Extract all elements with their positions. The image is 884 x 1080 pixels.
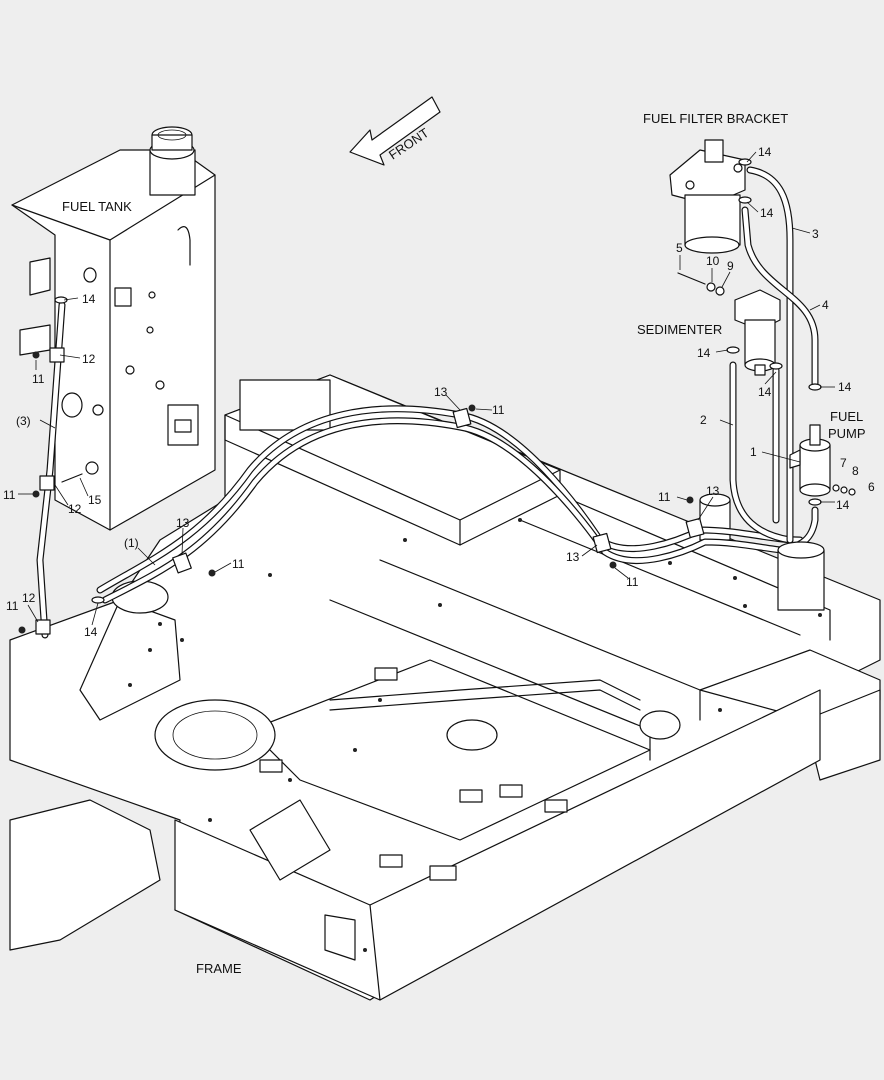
frame-label: FRAME	[196, 961, 242, 976]
callout-15: 15	[88, 493, 102, 507]
callout-14: 14	[838, 380, 852, 394]
fuel-filter	[669, 139, 746, 254]
callout-14: 14	[84, 625, 98, 639]
fuel-tank-label: FUEL TANK	[62, 199, 132, 214]
frame-structure	[9, 374, 881, 1001]
callout-11: 11	[232, 557, 245, 571]
callout-11: 11	[626, 575, 639, 589]
callout-ref-3: (3)	[16, 414, 31, 428]
fuel-pump-label-line1: FUEL	[830, 409, 863, 424]
callout-2: 2	[700, 413, 707, 427]
callout-7: 7	[840, 456, 847, 470]
callout-1: 1	[750, 445, 757, 459]
callout-14: 14	[82, 292, 96, 306]
callout-numbers: 14 12 11 (3) 11 12 15 (1) 13 11 12 11 14…	[3, 145, 875, 639]
callout-13: 13	[566, 550, 580, 564]
fuel-pump-label-line2: PUMP	[828, 426, 866, 441]
callout-4: 4	[822, 298, 829, 312]
callout-12: 12	[22, 591, 36, 605]
callout-13: 13	[176, 516, 190, 530]
fuel-tank	[11, 126, 216, 531]
callout-3: 3	[812, 227, 819, 241]
fuel-filter-bracket-label: FUEL FILTER BRACKET	[643, 111, 788, 126]
sedimenter	[734, 289, 781, 376]
callout-14: 14	[760, 206, 774, 220]
callout-11: 11	[3, 488, 16, 502]
clamps	[18, 158, 856, 635]
callout-5: 5	[676, 241, 683, 255]
callout-11: 11	[658, 490, 671, 504]
callout-6: 6	[868, 480, 875, 494]
text-labels: FUEL TANK FUEL FILTER BRACKET SEDIMENTER…	[62, 111, 866, 976]
callout-14: 14	[836, 498, 850, 512]
callout-14: 14	[697, 346, 711, 360]
callout-11: 11	[32, 372, 45, 386]
callout-10: 10	[706, 254, 720, 268]
callout-11: 11	[492, 403, 505, 417]
callout-12: 12	[68, 502, 82, 516]
callout-13: 13	[706, 484, 720, 498]
sedimenter-label: SEDIMENTER	[637, 322, 722, 337]
callout-12: 12	[82, 352, 96, 366]
leader-lines	[18, 151, 835, 626]
callout-13: 13	[434, 385, 448, 399]
callout-11: 11	[6, 599, 19, 613]
callout-9: 9	[727, 259, 734, 273]
front-direction-arrow: FRONT	[349, 96, 441, 166]
fuel-hoses	[36, 166, 819, 639]
callout-14: 14	[758, 385, 772, 399]
callout-14: 14	[758, 145, 772, 159]
fuel-pump	[777, 424, 831, 611]
callout-ref-1: (1)	[124, 536, 139, 550]
callout-8: 8	[852, 464, 859, 478]
